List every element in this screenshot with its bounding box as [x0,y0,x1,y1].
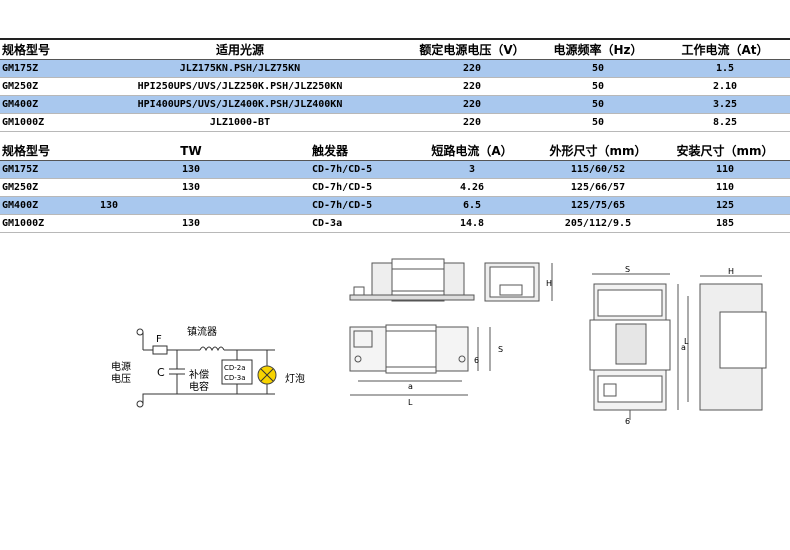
dim-label-h2: H [728,267,734,276]
table-row: GM400Z 130 CD-7h/CD-5 6.5 125/75/65 125 [0,196,790,215]
cell-frequency: 50 [536,113,660,132]
cell-igniter: CD-7h/CD-5 [310,196,408,215]
cell-mount-size: 185 [660,214,790,233]
cell-voltage: 220 [408,77,536,96]
capacitor-label-1: 补偿 [189,368,209,381]
cell-frequency: 50 [536,59,660,78]
cell-outline-size: 125/66/57 [536,178,660,197]
igniter-label-1: CD-2a [224,364,246,372]
dim-label-s: S [498,345,503,354]
cell-mount-size: 125 [660,196,790,215]
col-header-model: 规格型号 [0,40,72,60]
dim-label-s2: S [625,265,630,274]
col-header-lamp: 适用光源 [72,40,408,60]
capacitor-label-2: 电容 [189,380,209,393]
dim-label-l2: L [684,337,689,346]
cell-mount-size: 110 [660,178,790,197]
col-header-mount-size: 安装尺寸（mm） [660,141,790,161]
cell-model: GM250Z [0,77,72,96]
cell-model: GM400Z [0,95,72,114]
lamp-label: 灯泡 [285,372,305,385]
supply-label-1: 电源 [111,360,131,373]
col-header-igniter: 触发器 [310,141,408,161]
cell-short-current: 14.8 [408,214,536,233]
large-ballast-drawing: S a L 6 H [589,265,767,426]
table-row: GM250Z HPI250UPS/UVS/JLZ250K.PSH/JLZ250K… [0,77,790,96]
table-row: GM175Z JLZ175KN.PSH/JLZ75KN 220 50 1.5 [0,59,790,78]
table-row: GM400Z HPI400UPS/UVS/JLZ400K.PSH/JLZ400K… [0,95,790,114]
wiring-diagram: F 镇流器 电源 电压 C 补偿 电容 CD-2a CD-3a 灯泡 [111,325,305,408]
dim-label-h: H [546,279,552,288]
cell-igniter: CD-7h/CD-5 [310,178,408,197]
spec-table-1: 规格型号 适用光源 额定电源电压（V） 电源频率（Hz） 工作电流（At） GM… [0,40,790,132]
table-row: GM1000Z JLZ1000-BT 220 50 8.25 [0,113,790,132]
cell-model: GM1000Z [0,113,72,132]
cell-model: GM175Z [0,160,72,179]
supply-label-2: 电压 [111,372,131,385]
cell-current: 2.10 [660,77,790,96]
table-row: GM250Z 130 CD-7h/CD-5 4.26 125/66/57 110 [0,178,790,197]
col-header-short-current: 短路电流（A） [408,141,536,161]
dim-label-l: L [408,398,413,407]
cell-outline-size: 205/112/9.5 [536,214,660,233]
col-header-current: 工作电流（At） [660,40,790,60]
spec-table-2: 规格型号 TW 触发器 短路电流（A） 外形尺寸（mm） 安装尺寸（mm） GM… [0,141,790,233]
cell-tw: 130 [72,214,310,233]
table-header-row: 规格型号 适用光源 额定电源电压（V） 电源频率（Hz） 工作电流（At） [0,40,790,60]
ballast-label: 镇流器 [187,325,217,338]
cell-voltage: 220 [408,59,536,78]
table-header-row: 规格型号 TW 触发器 短路电流（A） 外形尺寸（mm） 安装尺寸（mm） [0,141,790,161]
dim-label-6: 6 [474,356,479,365]
cell-model: GM175Z [0,59,72,78]
cell-lamp: HPI400UPS/UVS/JLZ400K.PSH/JLZ400KN [72,95,408,114]
capacitor-letter: C [157,366,165,379]
cell-outline-size: 125/75/65 [536,196,660,215]
table-top-rule [0,38,790,40]
small-ballast-drawing: H S 6 a L [349,258,553,407]
dim-label-a2: a [681,343,686,352]
dim-label-a: a [408,382,413,391]
cell-igniter: CD-7h/CD-5 [310,160,408,179]
cell-model: GM400Z [0,196,72,215]
col-header-tw: TW [72,141,310,161]
cell-igniter: CD-3a [310,214,408,233]
table-row: GM175Z 130 CD-7h/CD-5 3 115/60/52 110 [0,160,790,179]
cell-model: GM250Z [0,178,72,197]
cell-tw: 130 [72,178,310,197]
cell-current: 8.25 [660,113,790,132]
col-header-model: 规格型号 [0,141,72,161]
cell-tw: 130 [72,160,310,179]
cell-short-current: 6.5 [408,196,536,215]
cell-tw: 130 [72,196,310,215]
cell-lamp: HPI250UPS/UVS/JLZ250K.PSH/JLZ250KN [72,77,408,96]
igniter-label-2: CD-3a [224,374,246,382]
col-header-frequency: 电源频率（Hz） [536,40,660,60]
cell-mount-size: 110 [660,160,790,179]
col-header-outline-size: 外形尺寸（mm） [536,141,660,161]
cell-frequency: 50 [536,77,660,96]
cell-model: GM1000Z [0,214,72,233]
cell-voltage: 220 [408,113,536,132]
cell-lamp: JLZ175KN.PSH/JLZ75KN [72,59,408,78]
dim-label-62: 6 [625,417,630,426]
cell-lamp: JLZ1000-BT [72,113,408,132]
fuse-label: F [156,334,162,345]
cell-frequency: 50 [536,95,660,114]
cell-short-current: 4.26 [408,178,536,197]
cell-voltage: 220 [408,95,536,114]
cell-current: 1.5 [660,59,790,78]
cell-short-current: 3 [408,160,536,179]
table-row: GM1000Z 130 CD-3a 14.8 205/112/9.5 185 [0,214,790,233]
cell-outline-size: 115/60/52 [536,160,660,179]
cell-current: 3.25 [660,95,790,114]
col-header-voltage: 额定电源电压（V） [408,40,536,60]
